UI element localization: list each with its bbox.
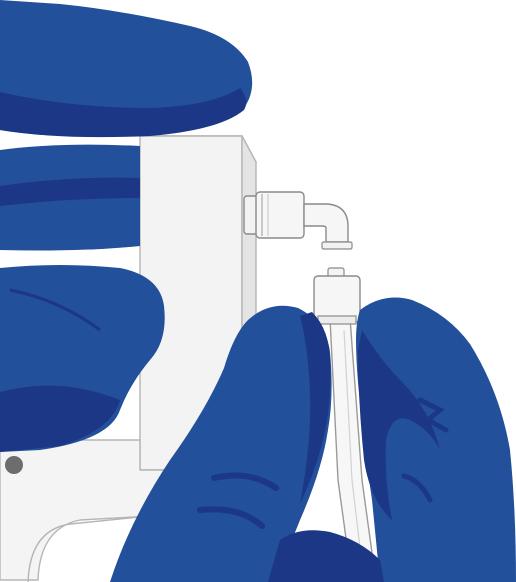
connector-body — [314, 276, 360, 322]
device-button — [5, 456, 23, 474]
fitting-outlet-lip — [322, 242, 352, 249]
elbow-fitting — [244, 192, 352, 249]
fitting-elbow — [304, 204, 348, 242]
connector-collar — [318, 316, 356, 324]
fitting-barrel — [256, 192, 304, 238]
